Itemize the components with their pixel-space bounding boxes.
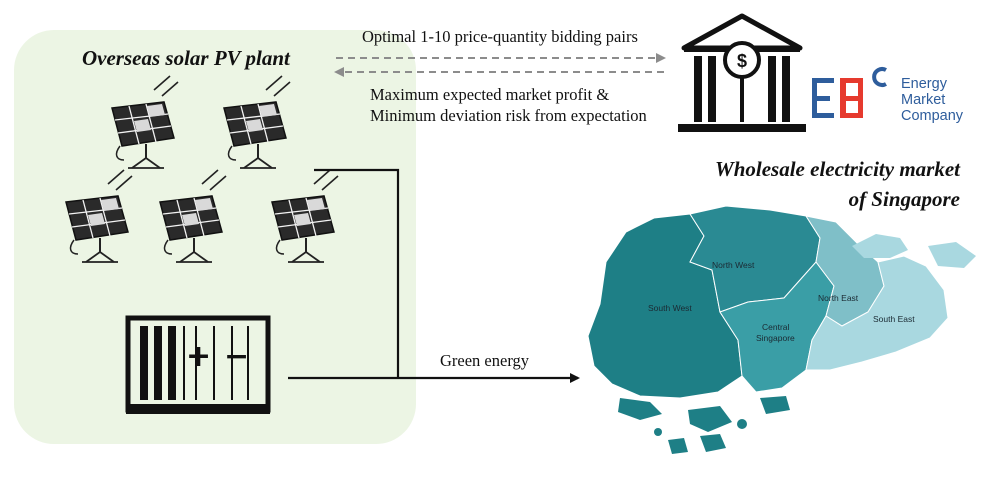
solar-panel-icon (111, 75, 179, 169)
plant-title: Overseas solar PV plant (82, 46, 290, 70)
region-label-central-line2: Singapore (756, 333, 795, 343)
solar-panel-icon (271, 169, 339, 263)
battery-container-icon (125, 315, 271, 414)
map-island (688, 406, 732, 432)
solar-panel-icon (65, 169, 133, 263)
map-island (852, 234, 908, 258)
green-energy-label: Green energy (440, 351, 530, 370)
plant-connector-line (314, 168, 400, 378)
map-island (760, 396, 790, 414)
map-island (668, 438, 688, 454)
emc-name-line2: Market (901, 92, 946, 108)
solar-panel-icon (159, 169, 227, 263)
market-title-line1: Wholesale electricity market (715, 157, 960, 181)
map-island (654, 428, 662, 436)
bidding-pairs-label: Optimal 1-10 price-quantity bidding pair… (362, 27, 638, 46)
region-label-north-east: North East (818, 293, 859, 303)
region-label-south-east: South East (873, 314, 915, 324)
emc-logo (812, 67, 887, 118)
region-label-central-line1: Central (762, 322, 790, 332)
battery-plus-symbol: + (186, 339, 212, 374)
profit-label: Maximum expected market profit & (370, 85, 610, 104)
emc-name-line3: Company (901, 108, 964, 124)
solar-panel-icon (223, 75, 291, 169)
dollar-symbol: $ (737, 51, 747, 71)
battery-minus-symbol: − (224, 339, 250, 374)
market-title-line2: of Singapore (848, 187, 960, 211)
risk-label: Minimum deviation risk from expectation (370, 106, 647, 125)
map-island (618, 398, 662, 420)
map-island (737, 419, 747, 429)
emc-name-line1: Energy (901, 76, 947, 92)
map-island (700, 434, 726, 452)
map-island (928, 242, 976, 268)
map-region-south-east (805, 255, 949, 371)
region-label-south-west: South West (648, 303, 692, 313)
singapore-map (587, 205, 976, 454)
region-label-north-west: North West (712, 260, 755, 270)
bank-icon (678, 13, 806, 132)
